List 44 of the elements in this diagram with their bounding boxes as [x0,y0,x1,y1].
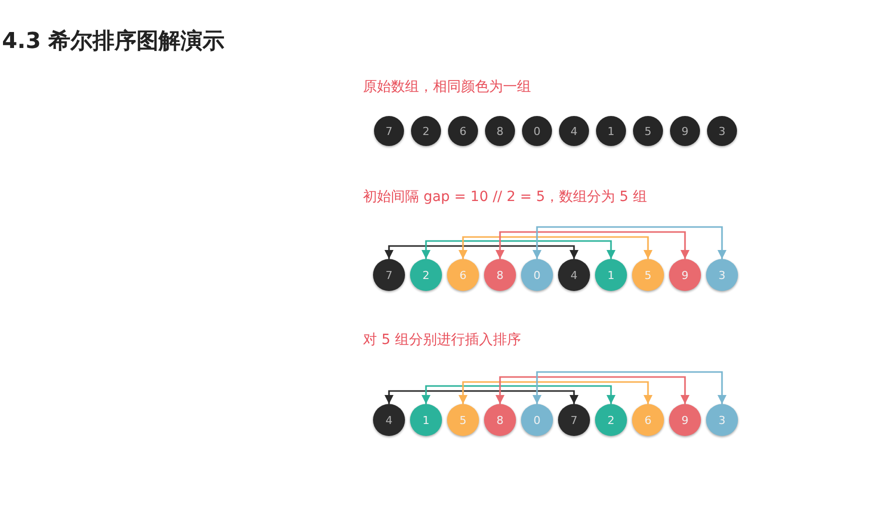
number-circle: 5 [632,259,664,291]
number-circle: 8 [485,116,515,146]
number-circle: 2 [411,116,441,146]
number-circle: 8 [484,404,516,436]
number-circle: 2 [595,404,627,436]
step-heading: 初始间隔 gap = 10 // 2 = 5，数组分为 5 组 [363,188,647,206]
number-circle: 7 [374,116,404,146]
number-circle: 5 [447,404,479,436]
number-circle: 3 [706,259,738,291]
number-circle: 4 [373,404,405,436]
number-circle: 3 [707,116,737,146]
number-circle: 9 [670,116,700,146]
number-circle: 1 [596,116,626,146]
number-circle: 6 [448,116,478,146]
number-circle: 3 [706,404,738,436]
arrow [384,245,578,259]
number-circle: 1 [410,404,442,436]
number-circle: 7 [558,404,590,436]
title: 4.3 希尔排序图解演示 [2,28,225,56]
step-heading: 原始数组，相同颜色为一组 [363,78,531,96]
number-circle: 6 [447,259,479,291]
arrow [422,385,616,404]
number-circle: 8 [484,259,516,291]
number-circle: 1 [595,259,627,291]
number-circle: 9 [669,404,701,436]
step-heading: 对 5 组分别进行插入排序 [363,331,521,349]
number-circle: 0 [521,404,553,436]
arrow [532,226,726,259]
arrow [384,390,578,404]
arrow [496,376,690,404]
arrow [532,371,726,404]
number-circle: 4 [558,259,590,291]
number-circle: 7 [373,259,405,291]
arrow [496,231,690,259]
number-circle: 0 [521,259,553,291]
number-circle: 9 [669,259,701,291]
arrow [458,381,652,404]
number-circle: 0 [522,116,552,146]
number-circle: 2 [410,259,442,291]
arrow [422,240,616,259]
number-circle: 5 [633,116,663,146]
arrow [458,236,652,259]
number-circle: 6 [632,404,664,436]
number-circle: 4 [559,116,589,146]
